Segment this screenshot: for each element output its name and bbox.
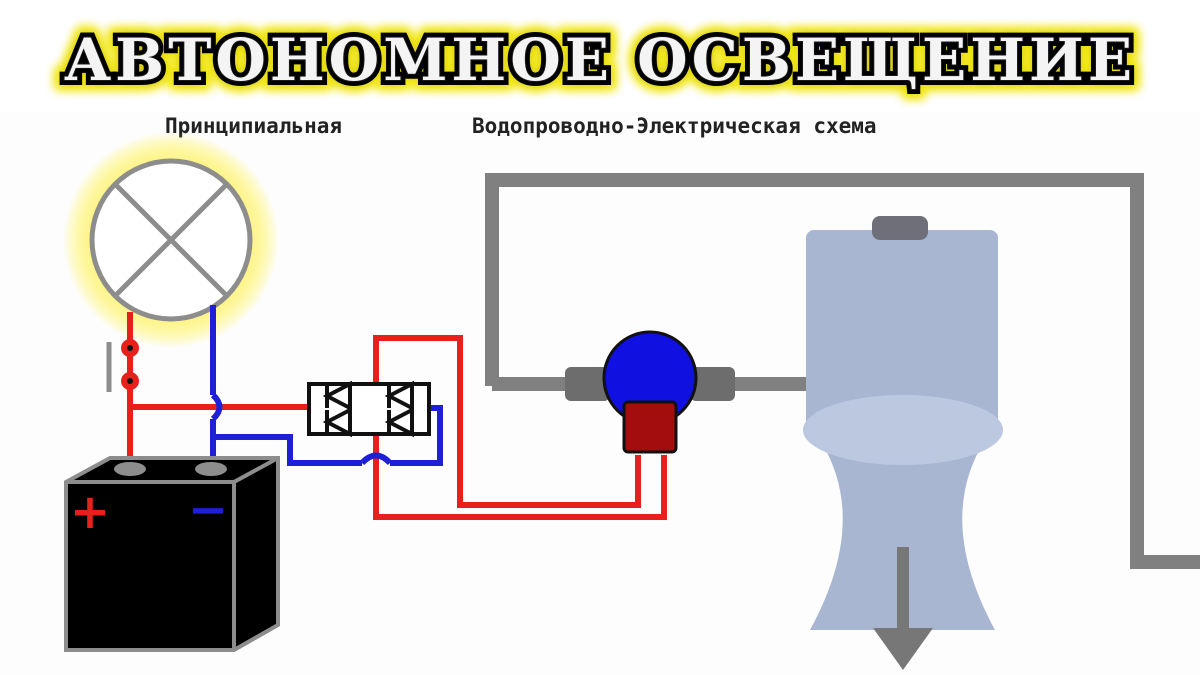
- pipe-coupling-right: [690, 367, 735, 401]
- battery-icon: + −: [64, 456, 280, 652]
- water-generator-icon: [602, 330, 698, 454]
- subtitle-left: Принципиальная: [165, 114, 342, 138]
- lamp-icon: [63, 132, 279, 348]
- title-shadow: АВТОНОМНОЕ ОСВЕЩЕНИЕ: [64, 26, 1136, 94]
- battery-minus-sign: −: [188, 482, 228, 538]
- subtitle-right: Водопроводно-Электрическая схема: [472, 114, 877, 138]
- drain-arrow-icon: [873, 628, 933, 670]
- title-block: АВТОНОМНОЕ ОСВЕЩЕНИЕ АВТОНОМНОЕ ОСВЕЩЕНИ…: [0, 0, 1200, 112]
- water-pipes: [485, 173, 1200, 569]
- title-glow: АВТОНОМНОЕ ОСВЕЩЕНИЕ: [64, 26, 1136, 94]
- page-title: АВТОНОМНОЕ ОСВЕЩЕНИЕ: [64, 26, 1136, 94]
- pipe-loop: [485, 173, 1200, 569]
- pipe-coupling-left: [565, 367, 610, 401]
- switch-icon: [106, 339, 139, 392]
- positive-wires: [127, 312, 667, 520]
- battery-plus-sign: +: [70, 484, 110, 540]
- diode-bridge-icon: [307, 380, 431, 438]
- toilet-icon: [803, 216, 1003, 670]
- negative-wires: [210, 305, 443, 466]
